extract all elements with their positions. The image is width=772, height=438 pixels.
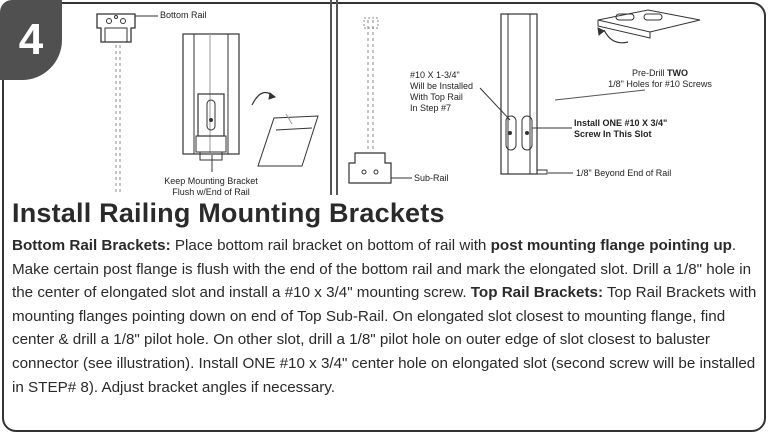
- panel-divider-1: [330, 0, 332, 195]
- predrill-bold: TWO: [667, 68, 688, 78]
- install-one-line2: Screw In This Slot: [574, 129, 652, 139]
- step-number: 4: [18, 15, 44, 64]
- instruction-body: Bottom Rail Brackets: Place bottom rail …: [12, 234, 764, 399]
- top-rail-brackets-label: Top Rail Brackets:: [470, 284, 604, 302]
- step-badge: 4: [0, 0, 62, 80]
- panel-divider-2: [336, 0, 338, 195]
- predrill-label: Pre-Drill TWO 1/8" Holes for #10 Screws: [590, 68, 730, 90]
- screw-note-line3: With Top Rail: [410, 92, 463, 102]
- bracket-illustration: [96, 9, 701, 195]
- predrill-prefix: Pre-Drill: [632, 68, 667, 78]
- sub-rail-bracket-icon: [348, 152, 392, 184]
- screw-note-line2: Will be Installed: [410, 81, 474, 91]
- instruction-frame: [2, 2, 766, 432]
- beyond-end-label: 1/8" Beyond End of Rail: [576, 168, 672, 178]
- sub-rail-label: Sub-Rail: [414, 173, 449, 183]
- keep-bracket-line1: Keep Mounting Bracket: [164, 176, 258, 186]
- predrill-line2: 1/8" Holes for #10 Screws: [608, 79, 712, 89]
- bottom-rail-bracket-icon: [96, 13, 136, 43]
- bottom-rail-profile: [182, 33, 240, 161]
- top-rail-profile: [500, 13, 548, 175]
- bottom-rail-label: Bottom Rail: [160, 10, 207, 20]
- screw-note-line4: In Step #7: [410, 103, 452, 113]
- flange-detail-icon: [257, 113, 319, 167]
- section-heading: Install Railing Mounting Brackets: [12, 198, 445, 228]
- bottom-rail-text-b: . Make certain post flange is flush with…: [12, 237, 752, 302]
- install-one-line1: Install ONE #10 X 3/4": [574, 118, 668, 128]
- top-rail-text: Top Rail Brackets with mounting flanges …: [12, 284, 757, 396]
- bottom-rail-text-a: Place bottom rail bracket on bottom of r…: [170, 237, 491, 254]
- install-one-label: Install ONE #10 X 3/4" Screw In This Slo…: [574, 118, 667, 140]
- screw-note-label: #10 X 1-3/4" Will be Installed With Top …: [410, 70, 473, 114]
- bottom-rail-brackets-label: Bottom Rail Brackets:: [12, 237, 171, 254]
- screw-note-line1: #10 X 1-3/4": [410, 70, 460, 80]
- keep-bracket-line2: Flush w/End of Rail: [172, 187, 250, 197]
- keep-bracket-label: Keep Mounting Bracket Flush w/End of Rai…: [156, 176, 266, 198]
- bottom-rail-emphasis: post mounting flange pointing up: [490, 237, 732, 254]
- predrill-detail-icon: [597, 9, 701, 44]
